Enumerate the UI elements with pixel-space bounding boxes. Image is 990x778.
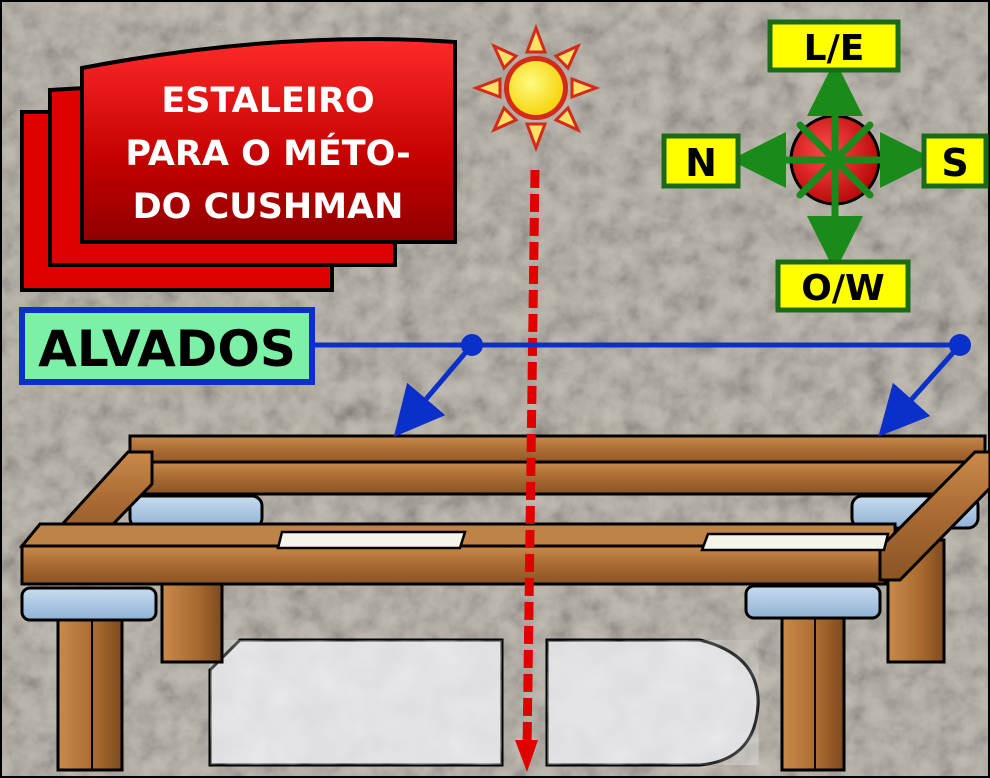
compass-west-label: O/W	[775, 259, 911, 313]
svg-text:N: N	[685, 141, 717, 185]
compass-north-label: N	[661, 133, 741, 189]
svg-text:O/W: O/W	[801, 268, 884, 309]
title-line-1: ESTALEIRO	[161, 81, 374, 121]
plank-right	[700, 532, 890, 552]
svg-text:S: S	[941, 141, 968, 185]
title-line-2: PARA O MÉTO-	[125, 132, 410, 174]
leg-front-right	[780, 616, 846, 772]
alvados-callout: ALVADOS	[19, 307, 971, 438]
compass-south-label: S	[921, 133, 989, 189]
ice-support-front-left	[20, 586, 158, 622]
alvados-label: ALVADOS	[38, 320, 296, 378]
leg-back-left	[160, 580, 224, 664]
leg-front-left	[56, 618, 124, 772]
alvados-arrow-right	[878, 343, 962, 437]
sun-icon	[471, 23, 601, 153]
compass-east-label: L/E	[767, 19, 901, 73]
scaffold	[18, 434, 990, 772]
svg-text:L/E: L/E	[804, 28, 865, 69]
compass-rose: L/E N S O/W	[661, 19, 989, 313]
meridian-line	[515, 169, 540, 772]
ice-support-front-right	[744, 584, 882, 620]
title-line-3: DO CUSHMAN	[133, 187, 404, 227]
beam-front	[20, 544, 887, 586]
alvados-label-box	[19, 307, 315, 385]
alvados-arrow-left	[393, 343, 474, 438]
title-badge: ESTALEIRO PARA O MÉTO- DO CUSHMAN	[20, 37, 457, 292]
marble-blocks	[208, 638, 760, 767]
plank-left	[276, 530, 467, 550]
beam-right-cross	[878, 450, 990, 582]
